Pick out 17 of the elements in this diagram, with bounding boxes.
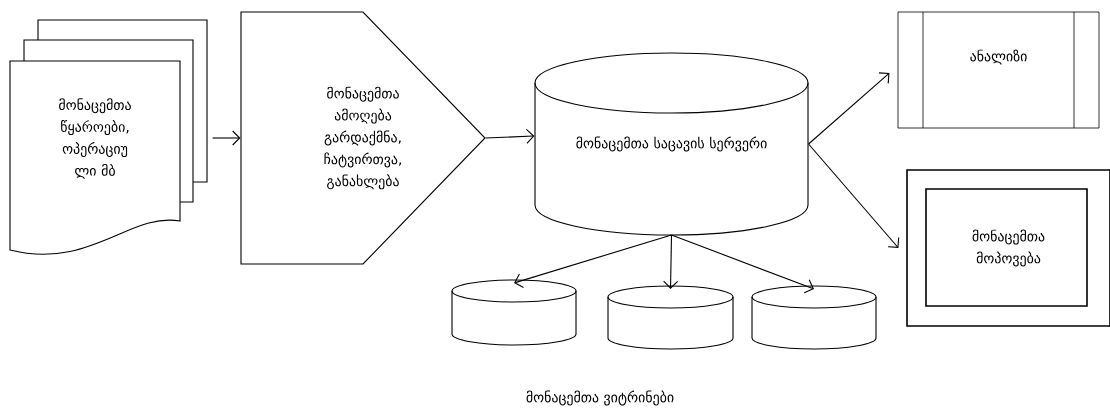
- database-cylinder: [451, 279, 577, 346]
- caption-text: მონაცემთა ვიტრინები: [526, 390, 674, 406]
- arrow: [808, 143, 900, 248]
- arrow: [663, 234, 679, 289]
- document-stack: მონაცემთა წყაროები, ოპერაციუ ლი მბ: [9, 19, 208, 255]
- arrow: [514, 234, 673, 288]
- arrow: [808, 72, 890, 145]
- process-pentagon: მონაცემთა ამოღება გარდაქმნა, ჩატვირთვა, განახლება: [240, 11, 486, 265]
- database-cylinder: [607, 285, 734, 350]
- arrow: [670, 234, 814, 294]
- process-box: ანალიზი: [897, 11, 1100, 129]
- database-cylinder: [751, 285, 877, 350]
- arrow: [212, 130, 241, 146]
- database-cylinder: მონაცემთა საცავის სერვერი: [534, 52, 809, 236]
- framed-box: მონაცემთა მოპოვება: [906, 169, 1110, 327]
- node-label: მონაცემთა საცავის სერვერი: [576, 136, 767, 152]
- arrow: [485, 128, 535, 144]
